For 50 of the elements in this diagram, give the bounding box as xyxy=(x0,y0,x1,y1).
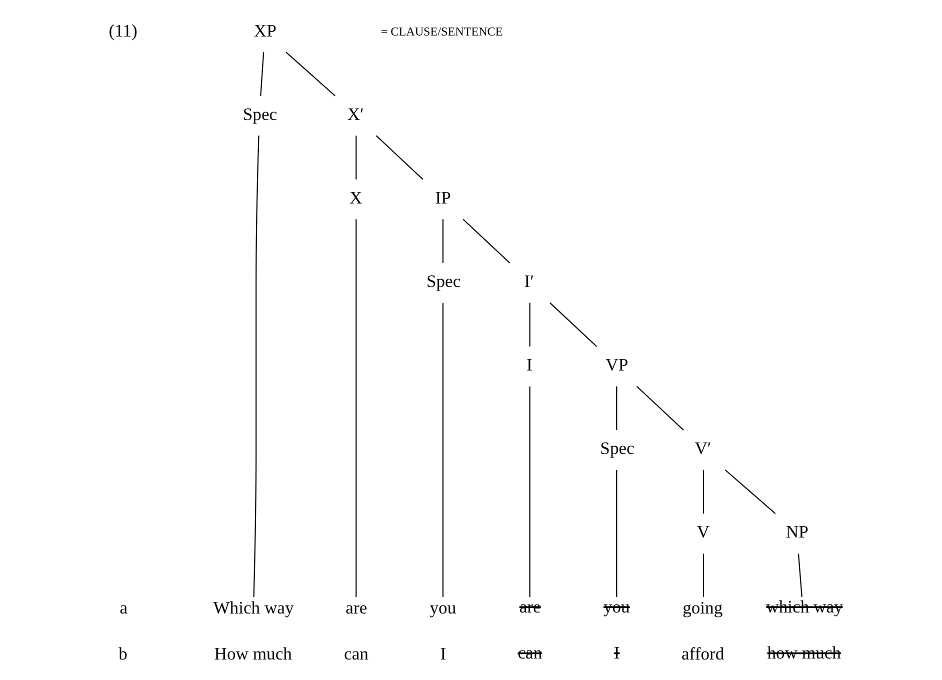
node-label: can xyxy=(344,644,368,664)
node-text: V′ xyxy=(694,438,712,458)
connector xyxy=(376,135,424,180)
node-text: Spec xyxy=(426,271,461,292)
connector xyxy=(529,302,530,347)
node-text: Spec xyxy=(242,104,278,124)
node-text: X′ xyxy=(347,104,364,124)
node-text: VP xyxy=(606,354,628,375)
node-label: I xyxy=(614,642,620,663)
node-text: NP xyxy=(786,522,808,542)
label: = CLAUSE/SENTENCE xyxy=(380,24,503,38)
node-text: you xyxy=(430,598,456,618)
node-label: how much xyxy=(767,642,841,663)
node-text: are xyxy=(519,596,541,616)
connector xyxy=(702,554,704,597)
node-label: I xyxy=(440,644,446,664)
connector xyxy=(724,469,776,514)
connector xyxy=(286,52,336,96)
connector xyxy=(798,554,802,598)
node-label: How much xyxy=(214,644,292,664)
node-text: I′ xyxy=(524,271,534,292)
node-text: you xyxy=(603,596,630,616)
label: b xyxy=(118,644,128,664)
node-text: I xyxy=(526,354,532,375)
node-text: Which way xyxy=(213,598,294,618)
node-text: XP xyxy=(254,20,276,40)
connector xyxy=(260,52,264,96)
label: (11) xyxy=(108,20,138,40)
node-text: which way xyxy=(766,596,843,616)
connector xyxy=(636,386,684,430)
connector xyxy=(550,302,597,347)
node-label: afford xyxy=(682,644,724,664)
node-text: Spec xyxy=(600,438,634,458)
connector xyxy=(616,386,618,430)
connector xyxy=(356,219,357,598)
connector xyxy=(462,218,510,264)
node-text: are xyxy=(346,598,368,618)
connector xyxy=(442,303,444,598)
node-label: can xyxy=(518,642,542,663)
node-text: V xyxy=(696,522,710,542)
node-text: IP xyxy=(435,187,451,208)
node-text: going xyxy=(682,598,723,618)
connector xyxy=(702,470,704,514)
connector xyxy=(529,386,530,598)
connector xyxy=(356,136,357,180)
label: a xyxy=(120,598,128,618)
connector xyxy=(442,219,444,263)
node-text: X xyxy=(350,187,362,208)
connector xyxy=(616,470,618,597)
connector xyxy=(253,136,260,598)
